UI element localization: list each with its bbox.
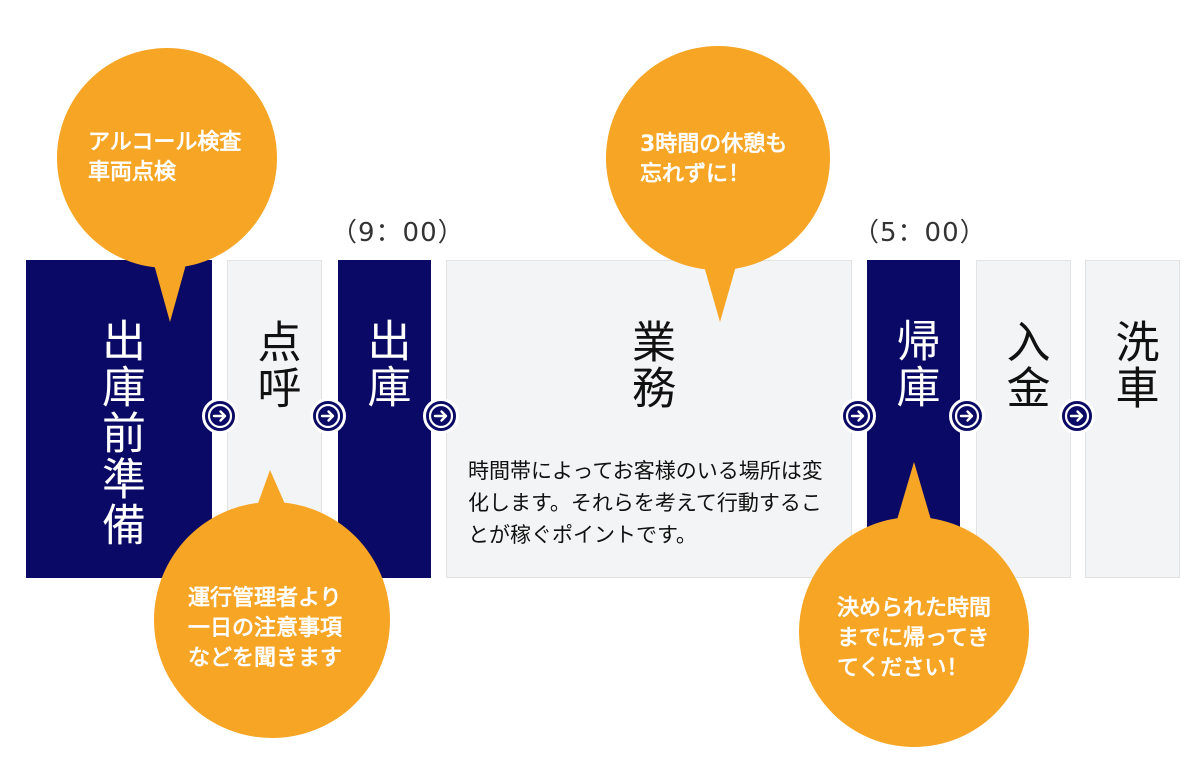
bubble-line: 一日の注意事項 bbox=[188, 616, 343, 641]
circle-arrow-right-icon bbox=[949, 398, 985, 434]
step-label: 出庫前準備 bbox=[94, 318, 145, 548]
step-label: 入金 bbox=[998, 319, 1050, 411]
circle-arrow-right-icon bbox=[423, 398, 459, 434]
return-time-label: （5：00） bbox=[853, 218, 987, 248]
step-return-to-depot: 帰庫 bbox=[867, 260, 960, 578]
circle-arrow-right-icon bbox=[310, 398, 346, 434]
step-label: 業務 bbox=[624, 319, 675, 411]
departure-time-label: （9：00） bbox=[331, 218, 465, 248]
circle-arrow-right-icon bbox=[1059, 398, 1095, 434]
step-car-wash: 洗車 bbox=[1085, 260, 1180, 578]
step-label: 点呼 bbox=[249, 319, 301, 411]
step-operations: 業務 bbox=[446, 260, 852, 578]
bubble-line: アルコール検査 bbox=[88, 130, 242, 155]
bubble-text-roll-call: 運行管理者より 一日の注意事項 などを聞きます bbox=[188, 584, 342, 674]
step-pre-departure-prep: 出庫前準備 bbox=[26, 260, 212, 578]
step-departure: 出庫 bbox=[338, 260, 431, 578]
bubble-line: 運行管理者より bbox=[188, 586, 342, 611]
bubble-line: 決められた時間 bbox=[837, 596, 992, 621]
bubble-text-inspection: アルコール検査 車両点検 bbox=[88, 128, 241, 188]
bubble-text-return: 決められた時間 までに帰ってき てください！ bbox=[837, 594, 991, 684]
bubble-line: などを聞きます bbox=[188, 646, 343, 671]
step-payment: 入金 bbox=[976, 260, 1071, 578]
circle-arrow-right-icon bbox=[202, 398, 238, 434]
bubble-line: てください！ bbox=[837, 656, 969, 681]
bubble-line: までに帰ってき bbox=[837, 626, 990, 651]
circle-arrow-right-icon bbox=[840, 398, 876, 434]
operations-description: 時間帯によってお客様のいる場所は変化します。それらを考えて行動することが稼ぐポイ… bbox=[468, 459, 823, 547]
bubble-text-break: 3時間の休憩も 忘れずに！ bbox=[640, 130, 787, 190]
step-label: 帰庫 bbox=[888, 318, 940, 410]
bubble-line: 忘れずに！ bbox=[640, 162, 751, 187]
step-label: 洗車 bbox=[1107, 319, 1159, 411]
bubble-line: 車両点検 bbox=[88, 160, 177, 185]
step-roll-call: 点呼 bbox=[227, 260, 322, 578]
bubble-line: 3時間の休憩も bbox=[640, 132, 788, 157]
step-label: 出庫 bbox=[359, 318, 411, 410]
